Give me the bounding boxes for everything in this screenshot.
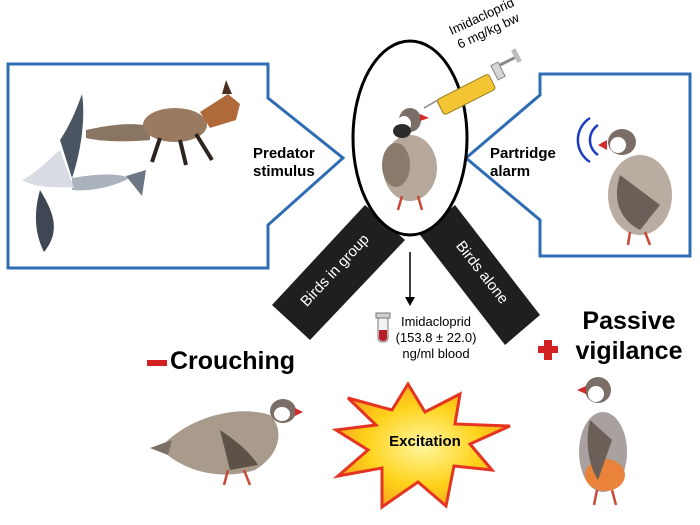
syringe-icon	[423, 48, 522, 115]
partridge-center-icon	[382, 108, 437, 211]
blood-line2: (153.8 ± 22.0)	[395, 330, 477, 345]
partridge-alarm-label: Partridge alarm	[490, 145, 556, 181]
blood-line3: ng/ml blood	[402, 346, 470, 361]
crouching-partridge-icon	[150, 399, 303, 486]
fox-icon	[86, 80, 240, 166]
predator-stimulus-label: Predator stimulus	[253, 145, 315, 181]
excitation-burst	[331, 381, 511, 510]
crouching-label: Crouching	[170, 347, 295, 375]
plus-sign	[538, 340, 558, 360]
birds-alone-banner	[420, 205, 540, 345]
blood-line1: Imidacloprid	[400, 314, 472, 329]
alarm-line1: Partridge	[490, 145, 556, 162]
down-arrow-head	[405, 297, 415, 306]
alarm-line2: alarm	[490, 163, 531, 180]
minus-sign	[147, 360, 167, 366]
vigilant-partridge-icon	[577, 377, 627, 506]
excitation-label: Excitation	[389, 433, 461, 450]
passive-vigilance-label: Passive vigilance	[566, 306, 692, 366]
alarm-partridge-icon	[576, 116, 672, 246]
predator-line2: stimulus	[253, 163, 315, 180]
birds-in-group-banner	[272, 205, 405, 340]
blood-concentration-label: Imidacloprid (153.8 ± 22.0) ng/ml blood	[378, 314, 494, 362]
passive-line1: Passive	[582, 307, 676, 335]
predator-arrow-frame	[6, 62, 346, 270]
predator-line1: Predator	[253, 145, 315, 162]
blood-tube-icon	[375, 312, 391, 343]
harrier-bird-icon	[22, 94, 146, 252]
passive-line2: vigilance	[575, 337, 683, 365]
